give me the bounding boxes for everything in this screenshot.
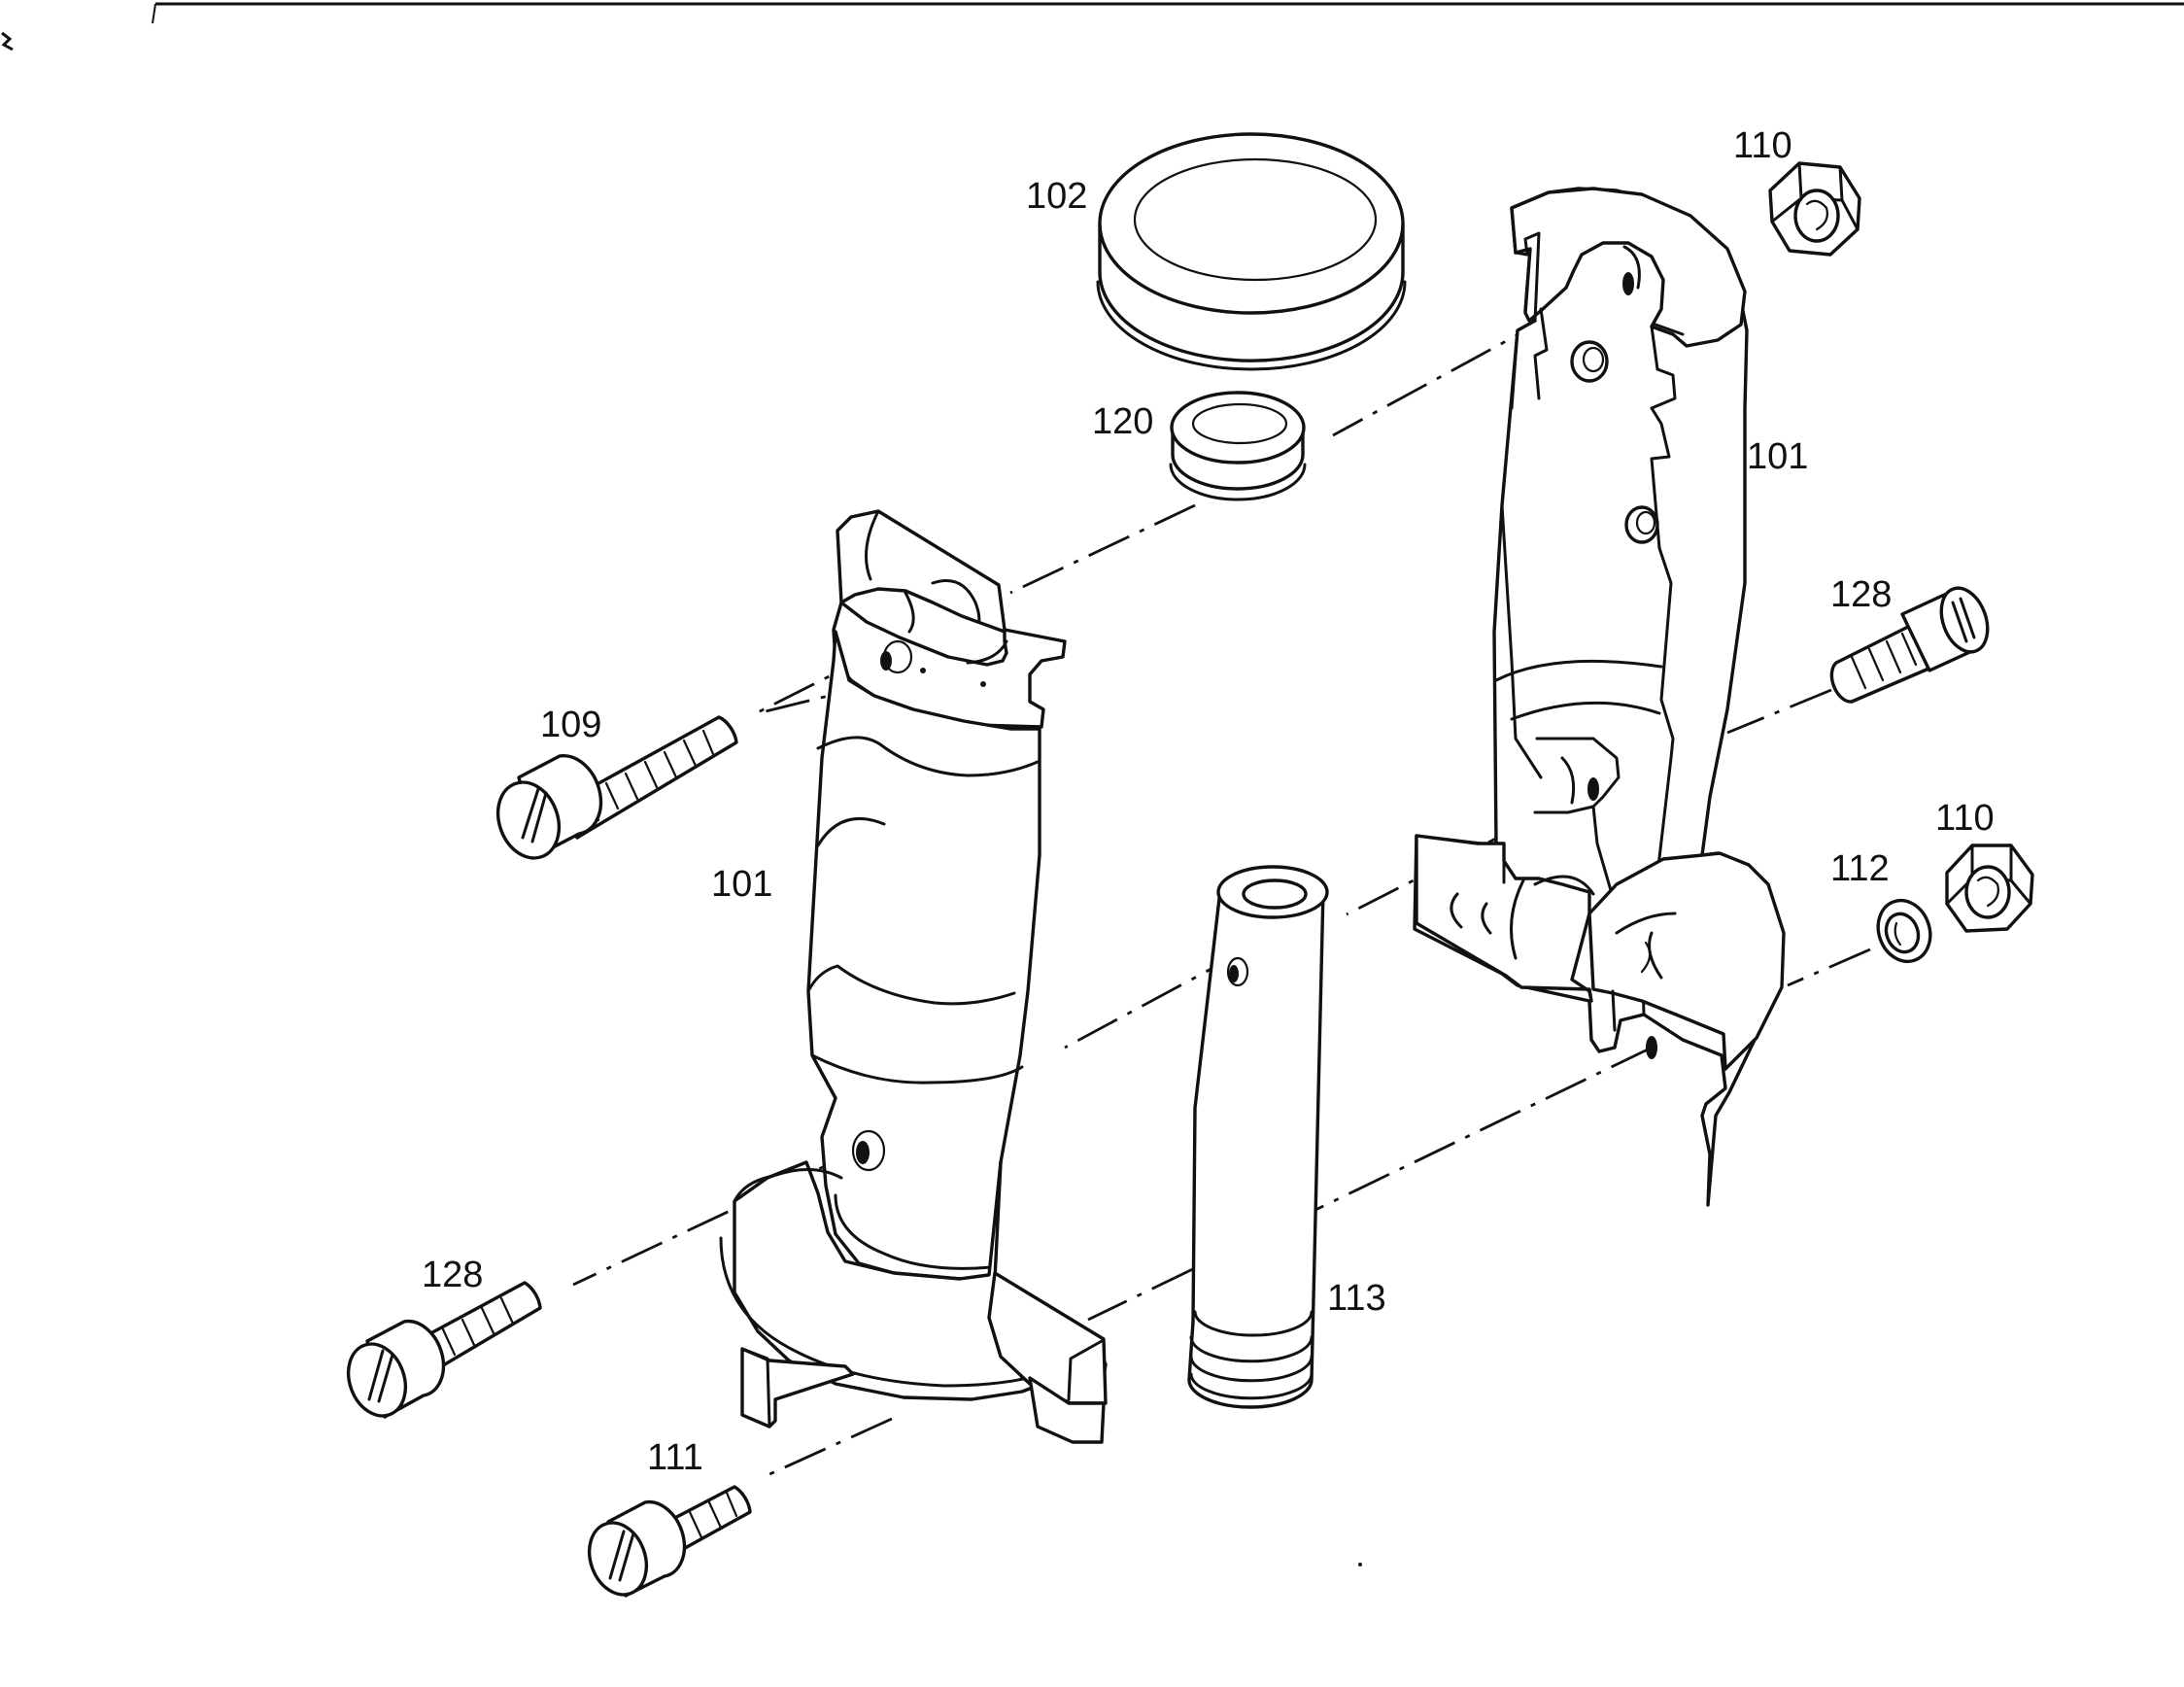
part-110-nut-mid [1945, 844, 2034, 933]
label-112: 112 [1830, 848, 1890, 889]
part-113-tube [1187, 865, 1329, 1409]
assembly-axis-lines [572, 278, 1871, 1477]
label-111: 111 [647, 1437, 703, 1478]
part-128-screw-right [1829, 586, 1990, 704]
label-128-right: 128 [1830, 574, 1892, 615]
part-120-plug [1169, 391, 1307, 501]
part-109-screw [495, 715, 738, 860]
label-128-left: 128 [422, 1255, 483, 1295]
part-101-right-housing [1413, 187, 1786, 1207]
label-102: 102 [1026, 176, 1087, 217]
callout-labels: 102 120 110 101 128 109 101 112 110 128 … [422, 125, 1995, 1478]
top-border [1, 2, 2184, 52]
part-101-left-housing [719, 509, 1108, 1444]
label-113: 113 [1327, 1278, 1386, 1319]
part-112-washer [1876, 898, 1932, 964]
part-111-screw [587, 1485, 752, 1598]
label-101-right: 101 [1747, 436, 1808, 477]
part-128-screw-left [346, 1281, 542, 1419]
label-109: 109 [540, 705, 601, 745]
label-101-left: 101 [711, 864, 772, 905]
label-110-mid: 110 [1935, 798, 1995, 839]
part-102-cap [1096, 132, 1407, 371]
label-110-top: 110 [1733, 125, 1792, 166]
label-120: 120 [1092, 401, 1153, 442]
part-110-nut-top [1768, 161, 1861, 257]
speck [1358, 1563, 1362, 1566]
